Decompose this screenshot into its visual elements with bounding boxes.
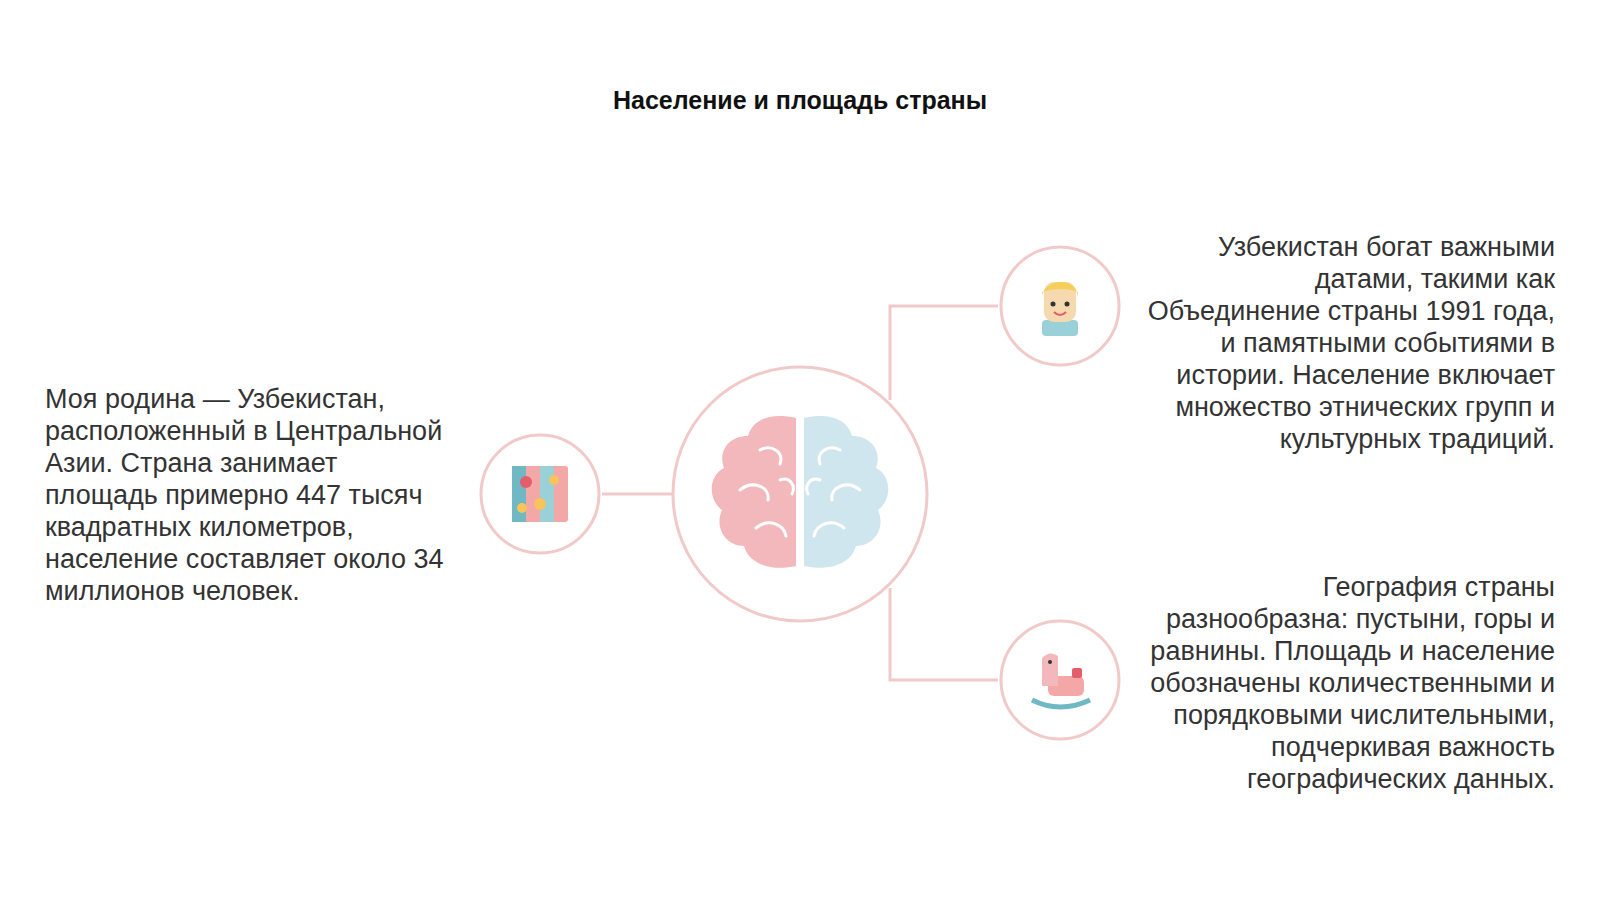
icon-node: География страны разнообразна: пустыни, … [998, 618, 1122, 742]
description-text: География страны разнообразна: пустыни, … [1145, 571, 1555, 795]
leader-line [890, 306, 998, 400]
icon-node: Моя родина — Узбекистан, расположенный в… [478, 432, 602, 556]
icon-circle [998, 618, 1122, 742]
description-text: Моя родина — Узбекистан, расположенный в… [45, 383, 450, 607]
leader-line [602, 493, 673, 496]
icon-node: Узбекистан богат важными датами, такими … [998, 244, 1122, 368]
center-circle [673, 367, 927, 621]
icon-circle [478, 432, 602, 556]
icon-circle [998, 244, 1122, 368]
leader-line [890, 588, 998, 680]
description-text: Узбекистан богат важными датами, такими … [1145, 231, 1555, 455]
brain-icon [712, 416, 889, 568]
diagram-title: Население и площадь страны [0, 86, 1600, 115]
